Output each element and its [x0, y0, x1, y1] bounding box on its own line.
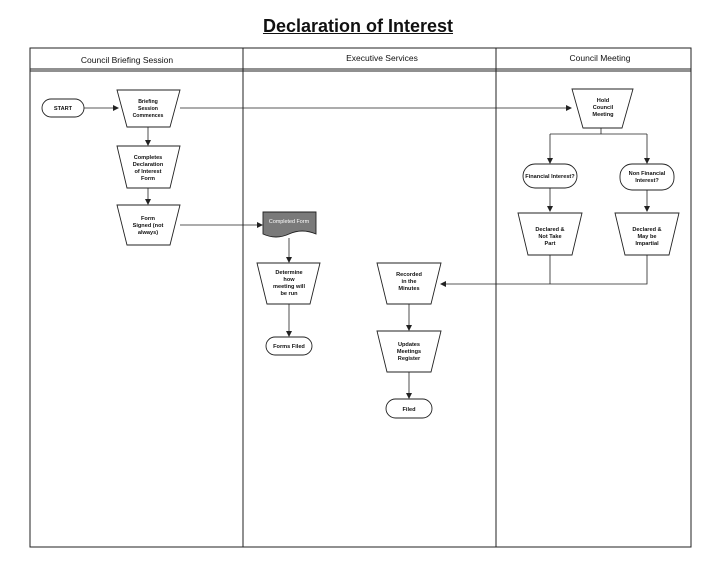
completed-form-label: Completed Form	[269, 219, 310, 225]
updates-label-1: Updates	[398, 342, 420, 348]
recorded-label-2: in the	[402, 279, 417, 285]
non-financial-interest-decision	[619, 163, 675, 191]
declared-may-be-impartial-shape	[614, 212, 680, 256]
updates-label-2: Meetings	[397, 349, 421, 355]
completes-label-1: Completes	[134, 155, 163, 161]
forms-filed-terminator	[265, 336, 313, 356]
determine-label-3: meeting will	[273, 284, 305, 290]
declared-not-label-2: Not Take	[538, 234, 561, 240]
signed-label-2: Signed (not	[133, 223, 164, 229]
diagram-title: Declaration of Interest	[262, 16, 454, 36]
hold-council-meeting-shape	[571, 88, 634, 129]
briefing-session-shape	[116, 89, 181, 128]
swimlane-frame	[29, 47, 692, 548]
declared-may-label-2: May be	[638, 234, 657, 240]
connectors	[84, 105, 650, 399]
edge-declared-may-to-recorded	[440, 255, 648, 287]
start-terminator	[41, 98, 85, 118]
declared-not-label-1: Declared &	[535, 227, 564, 233]
lane-header-council-meeting: Council Meeting	[570, 53, 631, 63]
completed-form-document	[262, 211, 317, 238]
forms-filed-label: Forms Filed	[273, 344, 305, 350]
updates-register-shape	[376, 330, 442, 373]
completes-label-2: Declaration	[133, 162, 164, 168]
filed-terminator	[385, 398, 433, 419]
determine-shape	[256, 262, 321, 305]
hold-label-1: Hold	[597, 98, 610, 104]
completes-label-4: Form	[141, 176, 155, 182]
determine-label-2: how	[283, 277, 295, 283]
financial-label: Financial Interest?	[525, 174, 575, 180]
hold-label-2: Council	[593, 105, 614, 111]
lane-header-executive-services: Executive Services	[346, 53, 418, 63]
declared-may-label-1: Declared &	[632, 227, 661, 233]
briefing-label-2: Session	[138, 106, 158, 112]
recorded-minutes-shape	[376, 262, 442, 305]
non-financial-label-2: Interest?	[635, 178, 659, 184]
declared-not-label-3: Part	[545, 241, 556, 247]
recorded-label-1: Recorded	[396, 272, 422, 278]
form-signed-shape	[116, 204, 181, 246]
non-financial-label-1: Non Financial	[629, 171, 666, 177]
signed-label-1: Form	[141, 216, 155, 222]
hold-label-3: Meeting	[592, 112, 614, 118]
briefing-label-1: Briefing	[138, 99, 158, 105]
filed-label: Filed	[402, 407, 416, 413]
briefing-label-3: Commences	[133, 113, 164, 119]
lane-header-council-briefing: Council Briefing Session	[81, 55, 173, 65]
recorded-label-3: Minutes	[398, 286, 419, 292]
financial-interest-decision	[522, 163, 578, 189]
declared-may-label-3: Impartial	[635, 241, 659, 247]
determine-label-1: Determine	[275, 270, 302, 276]
declared-not-take-part-shape	[517, 212, 583, 256]
determine-label-4: be run	[280, 291, 298, 297]
completes-declaration-shape	[116, 145, 181, 189]
signed-label-3: always)	[138, 230, 158, 236]
start-label: START	[54, 106, 73, 112]
completes-label-3: of Interest	[134, 169, 161, 175]
updates-label-3: Register	[398, 356, 421, 362]
